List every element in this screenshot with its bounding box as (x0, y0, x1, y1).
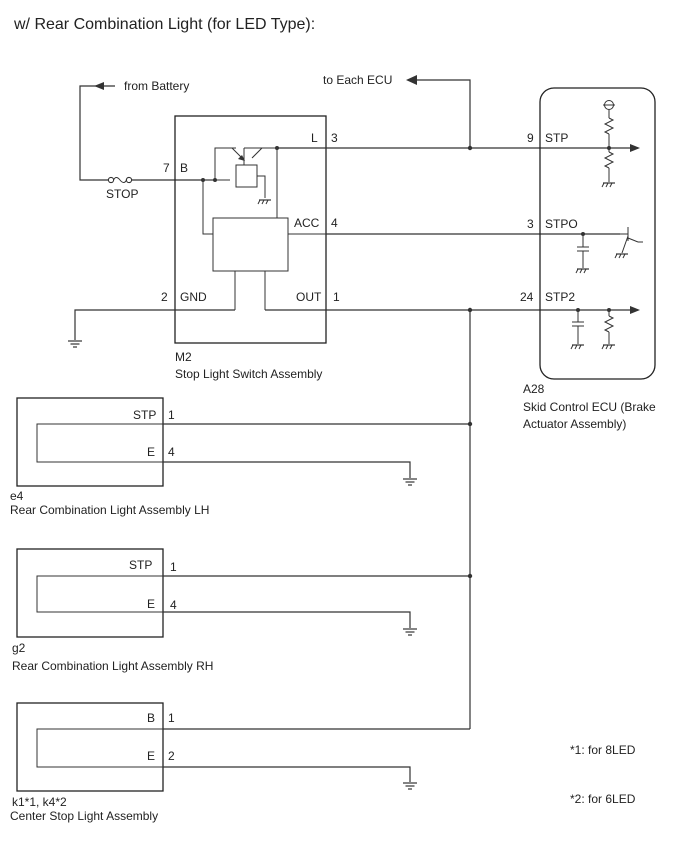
g2-rear-combination-light-rh (16, 548, 470, 638)
k1-center-stop-light (16, 702, 470, 792)
a28-pin-9-number: 9 (527, 131, 534, 145)
e4-connector-code: e4 (10, 489, 24, 503)
m2-pin-acc-label: ACC (294, 216, 320, 230)
from-battery-label: from Battery (124, 79, 189, 93)
a28-pin-3-number: 3 (527, 217, 534, 231)
e4-pin-4-number: 4 (168, 445, 175, 459)
m2-stop-light-switch-box (174, 115, 327, 344)
k1-pin-e-label: E (147, 749, 155, 763)
k1-connector-code: k1*1, k4*2 (12, 795, 67, 809)
m2-pin-3-number: 3 (331, 131, 338, 145)
footnote-6led: *2: for 6LED (570, 792, 636, 806)
a28-component-name-line1: Skid Control ECU (Brake (523, 400, 656, 414)
m2-pin-b-label: B (180, 161, 188, 175)
stp2-output-wire (265, 306, 640, 729)
diagram-title: w/ Rear Combination Light (for LED Type)… (13, 16, 315, 33)
k1-pin-1-number: 1 (168, 711, 175, 725)
m2-pin-l-label: L (311, 131, 318, 145)
a28-internal-circuit (570, 100, 643, 350)
to-each-ecu-label: to Each ECU (323, 73, 392, 87)
g2-connector-code: g2 (12, 641, 26, 655)
k1-pin-b-label: B (147, 711, 155, 725)
g2-pin-e-label: E (147, 597, 155, 611)
stop-fuse-label: STOP (106, 187, 138, 201)
m2-pin-gnd-label: GND (180, 290, 207, 304)
stop-fuse-icon (107, 176, 133, 184)
a28-connector-code: A28 (523, 382, 545, 396)
g2-pin-4-number: 4 (170, 598, 177, 612)
a28-pin-stp2-label: STP2 (545, 290, 575, 304)
m2-pin-4-number: 4 (331, 216, 338, 230)
g2-pin-stp-label: STP (129, 558, 152, 572)
k1-component-name: Center Stop Light Assembly (10, 809, 158, 823)
m2-connector-code: M2 (175, 350, 192, 364)
a28-pin-24-number: 24 (520, 290, 534, 304)
k1-pin-2-number: 2 (168, 749, 175, 763)
e4-pin-e-label: E (147, 445, 155, 459)
battery-feed-wire (79, 82, 203, 181)
g2-pin-1-number: 1 (170, 560, 177, 574)
m2-pin-1-number: 1 (333, 290, 340, 304)
a28-pin-stp-label: STP (545, 131, 568, 145)
e4-pin-stp-label: STP (133, 408, 156, 422)
m2-ground-wire (67, 309, 235, 348)
m2-pin-2-number: 2 (161, 290, 168, 304)
footnote-8led: *1: for 8LED (570, 743, 636, 757)
m2-pin-out-label: OUT (296, 290, 322, 304)
a28-pin-stpo-label: STPO (545, 217, 578, 231)
a28-component-name-line2: Actuator Assembly) (523, 417, 626, 431)
e4-rear-combination-light-lh (16, 397, 470, 487)
g2-component-name: Rear Combination Light Assembly RH (12, 659, 213, 673)
m2-pin-7-number: 7 (163, 161, 170, 175)
e4-component-name: Rear Combination Light Assembly LH (10, 503, 209, 517)
stp-signal-wire (275, 75, 640, 152)
m2-component-name: Stop Light Switch Assembly (175, 367, 322, 381)
e4-pin-1-number: 1 (168, 408, 175, 422)
a28-skid-control-ecu-box (539, 87, 656, 380)
m2-internal-circuit (201, 147, 326, 310)
